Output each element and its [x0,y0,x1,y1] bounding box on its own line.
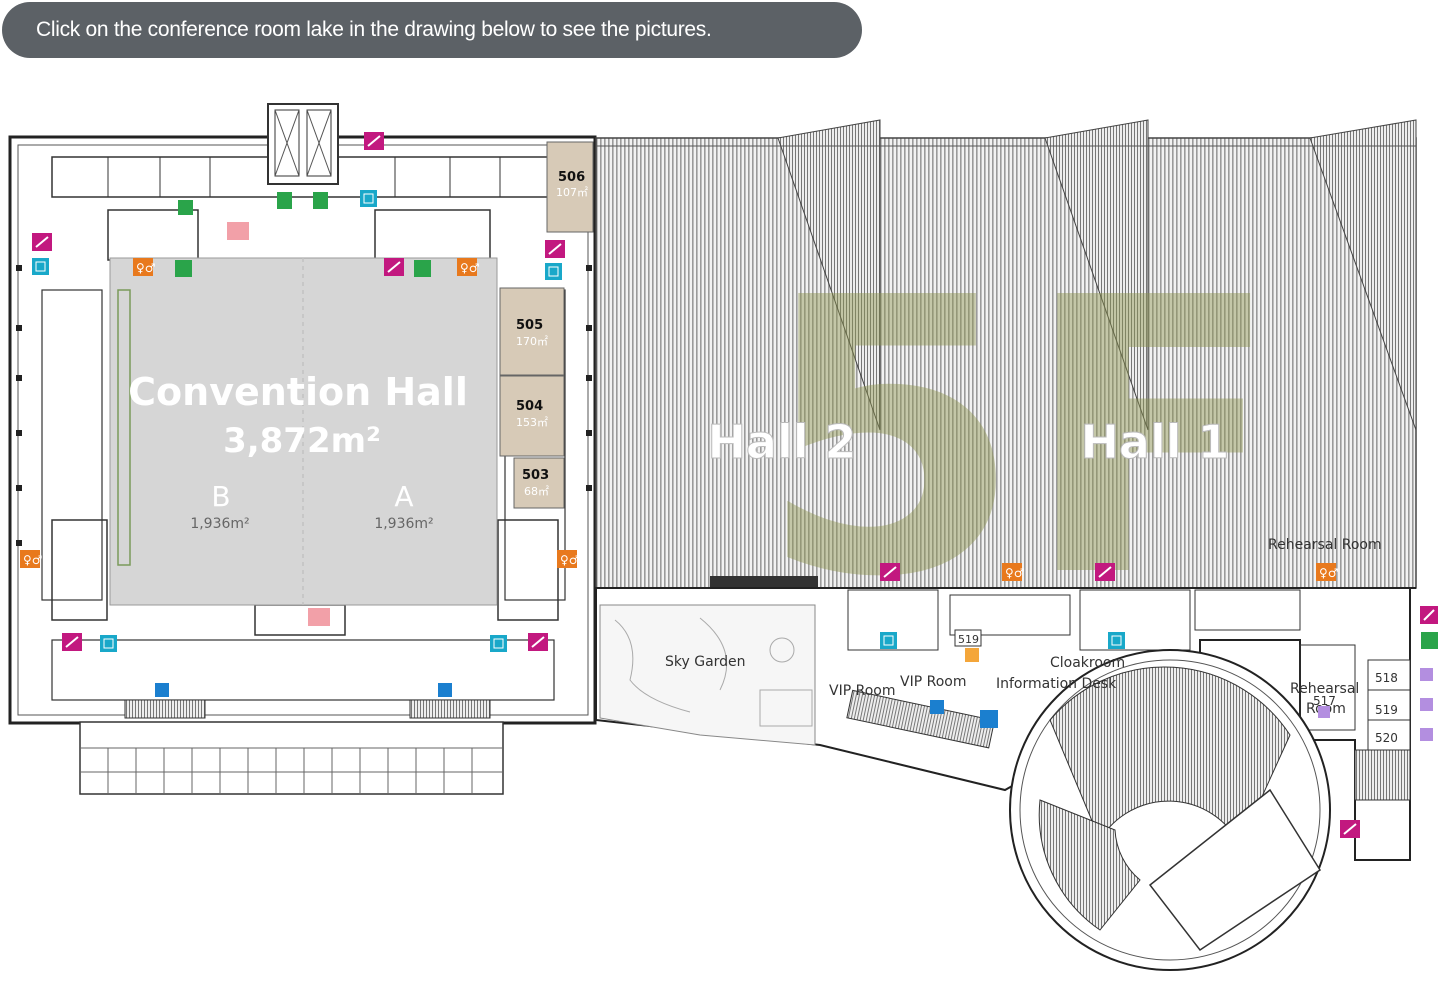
elevator-icon [1108,632,1125,649]
convention-hall[interactable] [109,257,498,606]
room-badge-icon [1420,668,1433,681]
parking-icon [155,683,169,697]
restroom-icon: ♀♂ [457,258,480,276]
elevator-icon [360,190,377,207]
room-518[interactable]: 518 [1375,671,1398,685]
room-505-number: 505 [516,318,543,333]
exit-icon [414,260,431,277]
section-a-letter: A [394,480,413,513]
svg-text:♀♂: ♀♂ [460,261,480,275]
room-505[interactable]: 505 170㎡ [499,287,565,376]
lower-wing [595,587,1411,861]
auditorium[interactable] [1009,649,1331,971]
room-506-number: 506 [558,170,585,185]
section-a-area: 1,936m² [374,516,433,532]
room-517-number: 517 [1313,694,1336,708]
room-503-number: 503 [522,468,549,483]
room-504[interactable]: 504 153㎡ [499,375,565,457]
instruction-banner: Click on the conference room lake in the… [2,2,862,58]
escalator-icon [62,633,82,651]
restroom-icon: ♀♂ [133,258,156,276]
room-506-area: 107㎡ [556,186,588,199]
sky-garden-label: Sky Garden [665,654,746,670]
elevator-icon [880,632,897,649]
escalator-icon [528,633,548,651]
section-b-area: 1,936m² [190,516,249,532]
section-b-letter: B [211,480,230,513]
room-503[interactable]: 503 68㎡ [513,457,565,509]
parking-icon [438,683,452,697]
escalator-icon [1095,563,1115,581]
room-badge-icon [1420,728,1433,741]
info-icon [965,648,979,662]
stage-icon [227,222,249,240]
room-520-number: 520 [1375,731,1398,745]
exit-icon [175,260,192,277]
exit-icon [178,200,193,215]
elevator-icon [545,263,562,280]
vip-room-2-label[interactable]: VIP Room [900,674,966,690]
room-506[interactable]: 506 107㎡ [546,141,594,233]
rehearsal-room-top-label[interactable]: Rehearsal Room [1268,537,1382,553]
room-519-lower[interactable]: 519 [954,629,982,647]
exit-icon [313,192,328,209]
restroom-icon: ♀♂ [20,550,43,568]
elevator-icon [100,635,117,652]
room-518-number: 518 [1375,671,1398,685]
restroom-icon: ♀♂ [1002,563,1025,581]
elevator-icon [490,635,507,652]
room-504-number: 504 [516,399,543,414]
parking-icon [980,710,998,728]
svg-text:♀♂: ♀♂ [560,553,580,567]
hall-2-label[interactable]: Hall 2 [707,415,857,470]
restroom-icon: ♀♂ [557,550,580,568]
rehearsal-room-label-line1[interactable]: Rehearsal [1290,681,1359,697]
exit-icon [277,192,292,209]
room-503-area: 68㎡ [524,485,549,498]
room-519-lower-number: 519 [958,633,979,646]
escalator-icon [384,258,404,276]
banner-text: Click on the conference room lake in the… [36,18,712,41]
escalator-icon [364,132,384,150]
escalator-icon [1340,820,1360,838]
svg-text:♀♂: ♀♂ [1005,566,1025,580]
room-badge-icon [1318,706,1330,718]
floor-label: 5F [758,217,1282,660]
hall-1-label[interactable]: Hall 1 [1080,415,1230,470]
cloakroom-label: Cloakroom [1050,655,1125,671]
escalator-icon [1420,606,1438,624]
room-504-area: 153㎡ [516,416,548,429]
vip-room-1-label[interactable]: VIP Room [829,683,895,699]
stage-icon [308,608,330,626]
exit-icon [1421,632,1438,649]
svg-text:♀♂: ♀♂ [1319,566,1339,580]
convention-hall-title: Convention Hall [128,370,468,414]
escalator-icon [545,240,565,258]
parking-icon [930,700,944,714]
information-desk-label: Information Desk [996,676,1117,692]
room-505-area: 170㎡ [516,335,548,348]
elevator-icon [32,258,49,275]
svg-text:♀♂: ♀♂ [23,553,43,567]
restroom-icon: ♀♂ [1316,563,1339,581]
escalator-icon [880,563,900,581]
escalator-icon [32,233,52,251]
room-519[interactable]: 519 [1375,703,1398,717]
exhibition-halls [595,119,1417,589]
room-520[interactable]: 520 [1375,731,1398,745]
room-519-number: 519 [1375,703,1398,717]
room-badge-icon [1420,698,1433,711]
convention-hall-area: 3,872m² [223,421,381,461]
svg-text:♀♂: ♀♂ [136,261,156,275]
